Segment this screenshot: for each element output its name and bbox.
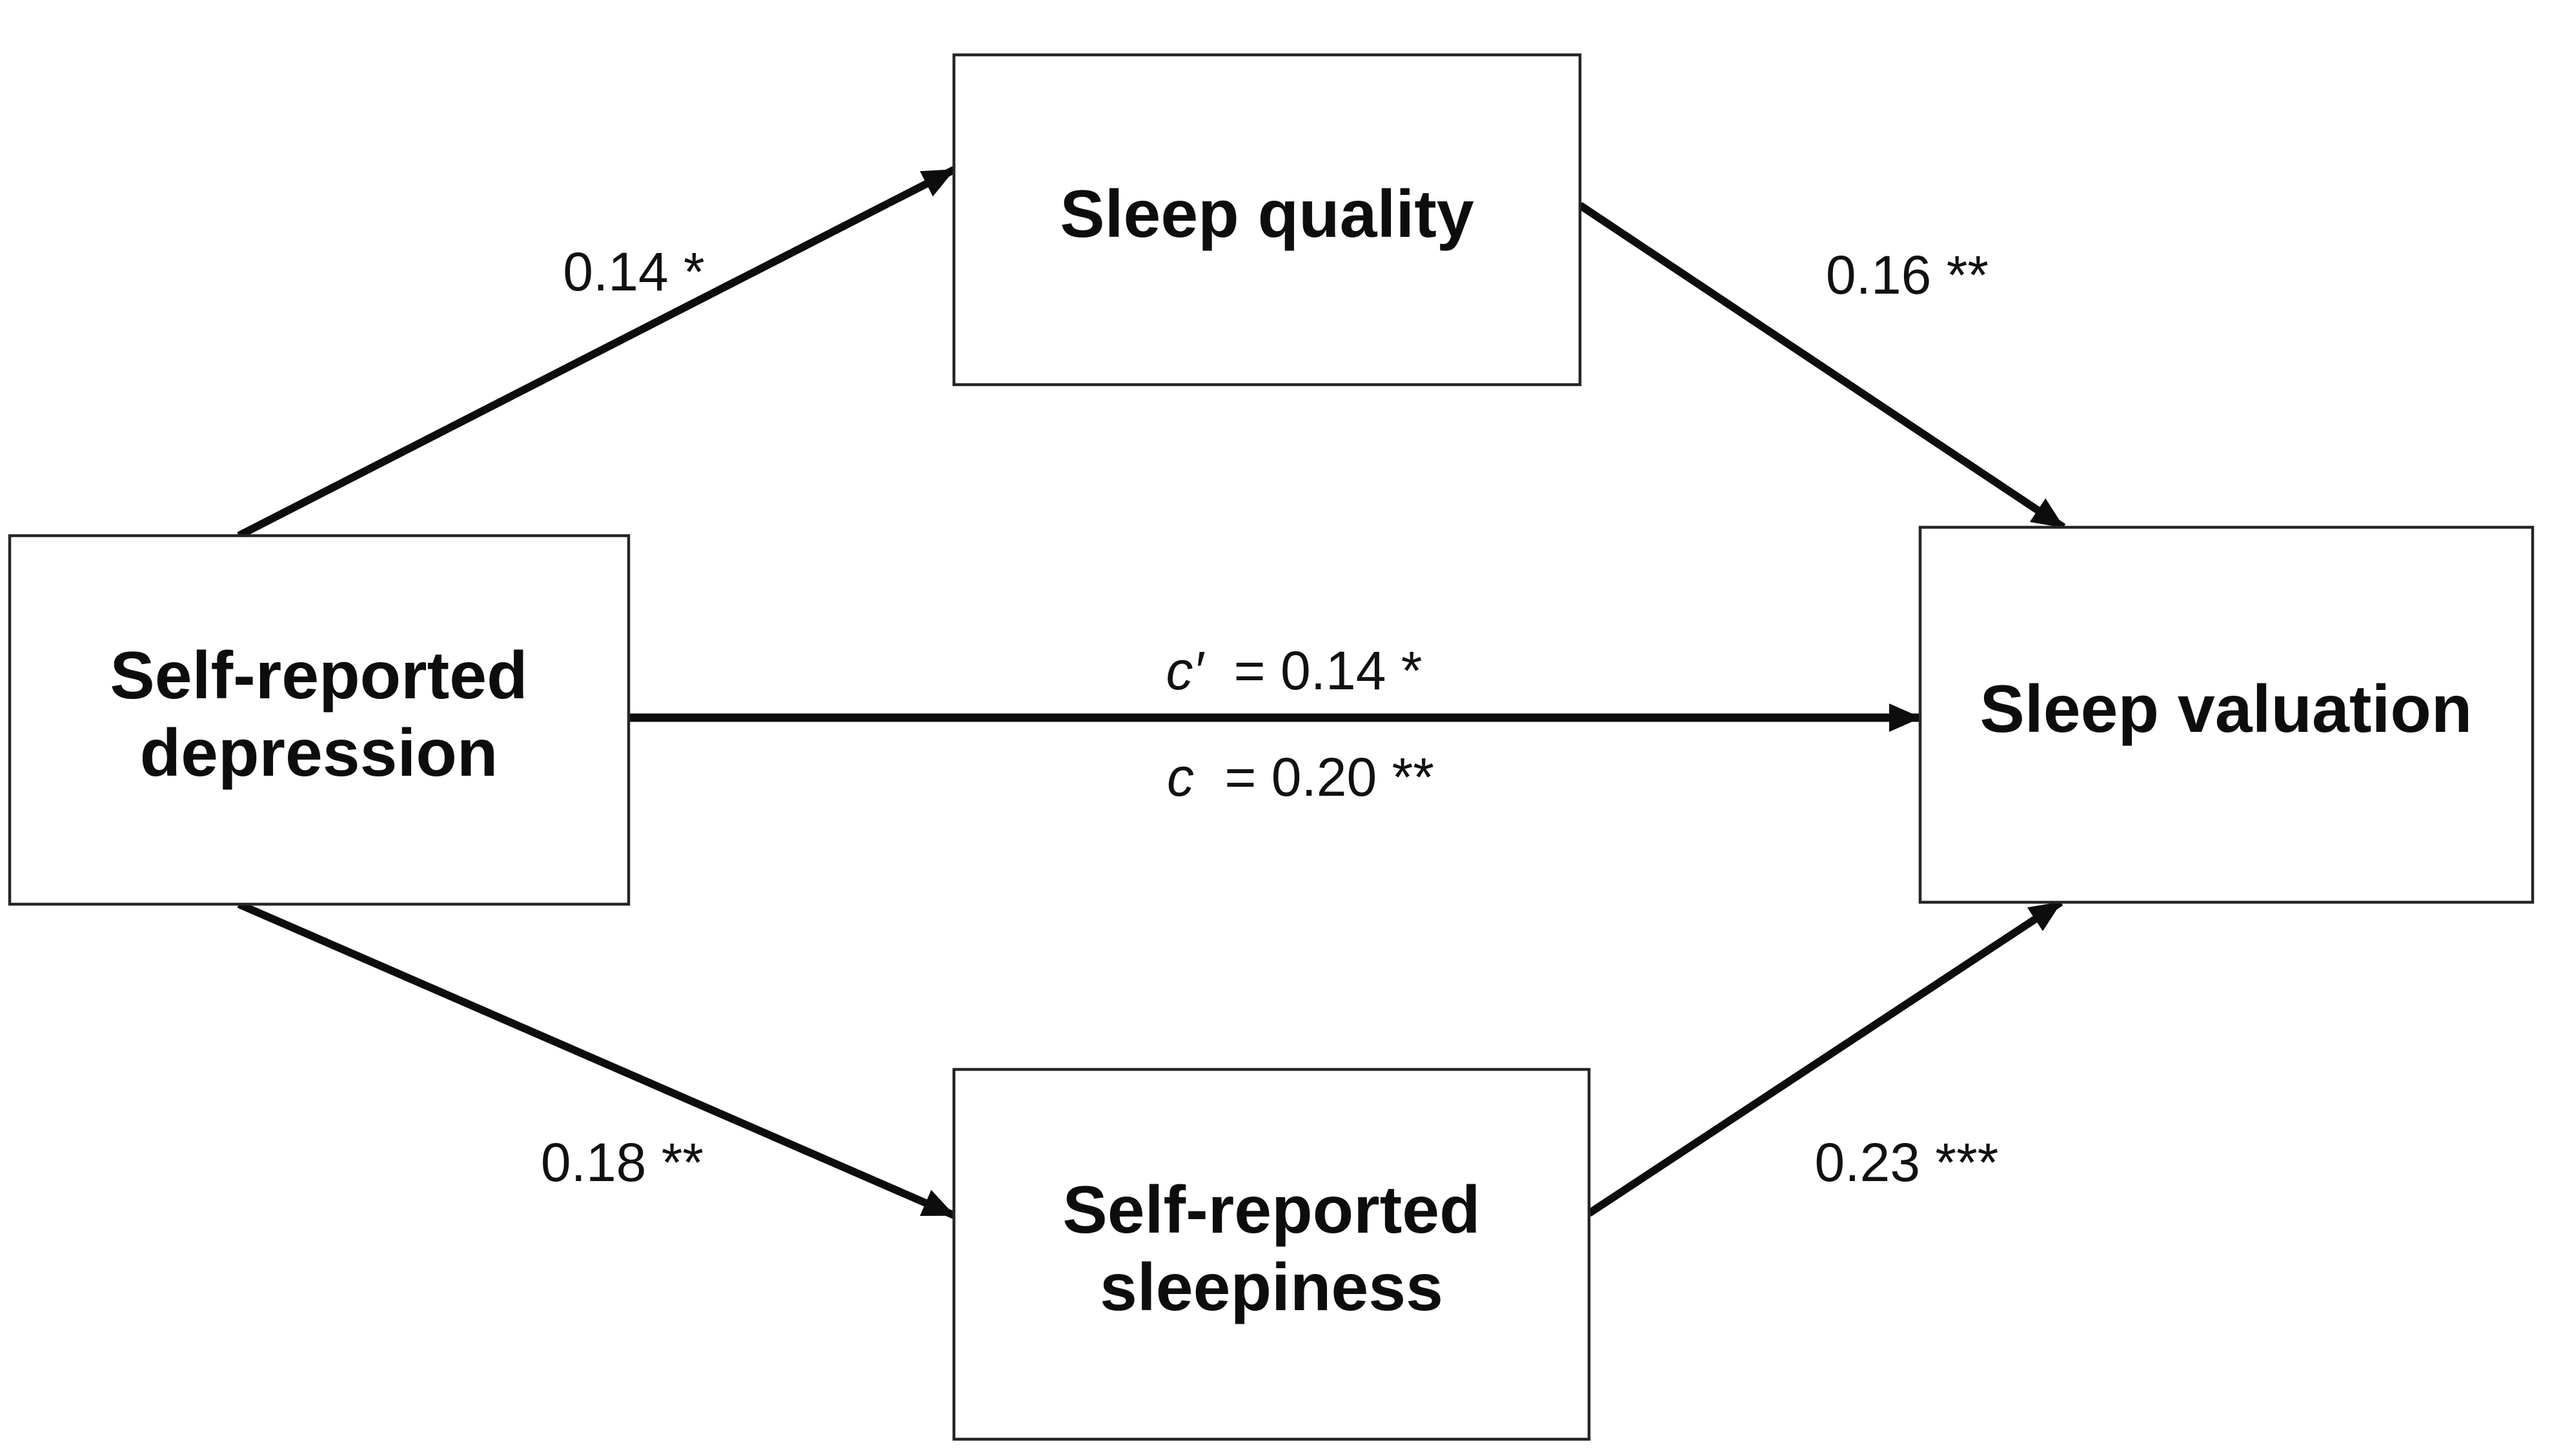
node-label-sleep-valuation: Sleep valuation: [1980, 672, 2473, 747]
node-sleep-valuation: [1918, 525, 2535, 904]
node-label-depression-line2: depression: [140, 716, 498, 791]
coefficient-depression-to-sleepiness: 0.18 **: [541, 1132, 704, 1193]
arrow-depression-to-sleepiness: [237, 900, 956, 1219]
total-effect-value: = 0.20 **: [1224, 747, 1434, 807]
node-sleep-quality: [952, 53, 1582, 387]
direct-effect-symbol: c′: [1166, 640, 1205, 701]
coefficient-sleep-quality-to-sleep-valuation: 0.16 **: [1826, 245, 1989, 305]
total-effect-symbol: c: [1167, 747, 1194, 807]
arrow-depression-to-sleep-quality: [237, 166, 956, 540]
arrow-sleepiness-to-sleep-valuation: [1586, 898, 2063, 1217]
coefficient-depression-to-sleep-quality: 0.14 *: [563, 241, 705, 302]
arrow-sleep-quality-to-sleep-valuation: [1577, 202, 2066, 531]
node-label-sleep-quality: Sleep quality: [1060, 177, 1474, 252]
node-label-depression-line1: Self-reported: [110, 638, 527, 713]
node-label-sleepiness-line1: Self-reported: [1062, 1173, 1480, 1248]
node-label-sleepiness-line2: sleepiness: [1100, 1250, 1443, 1325]
direct-effect-value: = 0.14 *: [1234, 640, 1423, 701]
node-self-reported-depression: [8, 534, 631, 906]
coefficient-sleepiness-to-sleep-valuation: 0.23 ***: [1815, 1132, 1999, 1193]
coefficient-total-effect: c = 0.20 **: [1167, 747, 1434, 807]
node-self-reported-sleepiness: [952, 1067, 1591, 1441]
coefficient-direct-effect: c′ = 0.14 *: [1166, 640, 1422, 701]
